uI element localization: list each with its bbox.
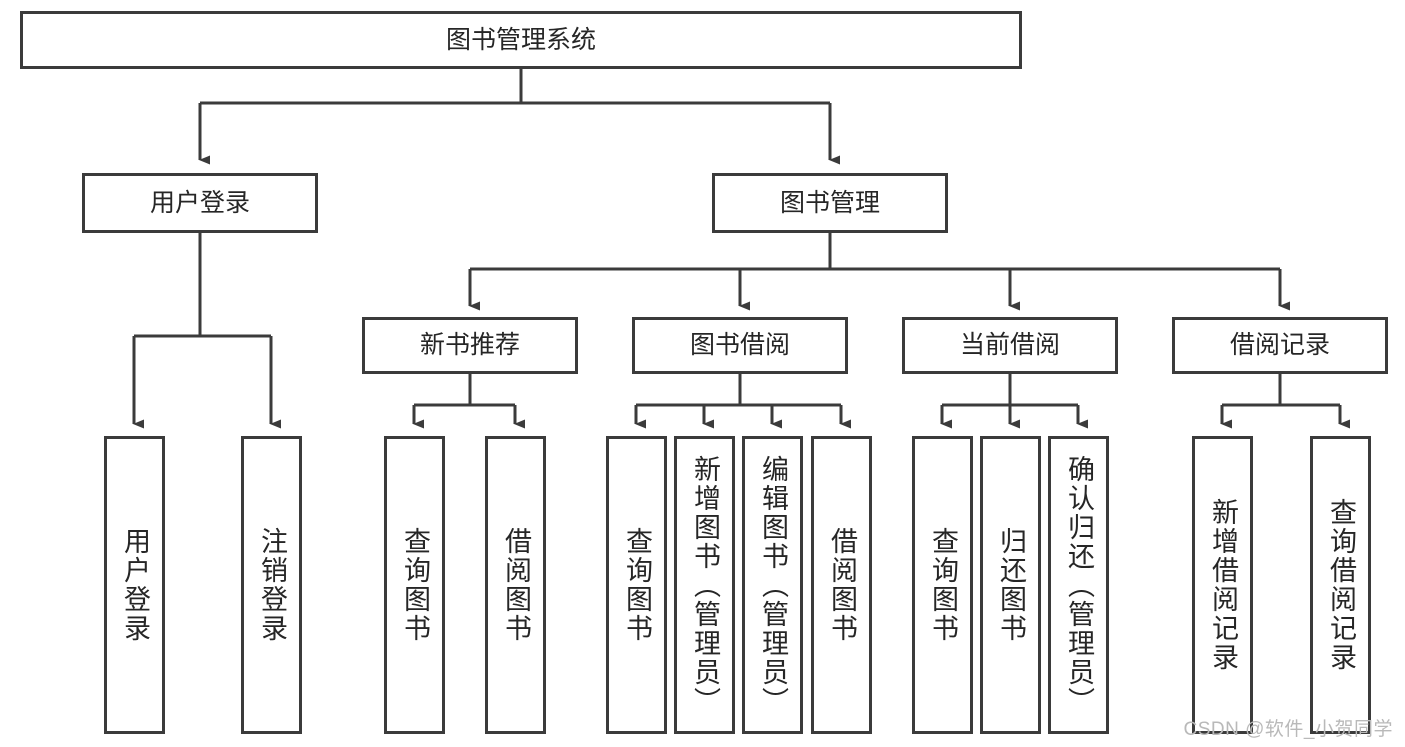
edges-root-to-level1	[198, 69, 840, 165]
edges-userlogin-to-leaves	[132, 233, 281, 429]
node-root-library-system[interactable]: 图书管理系统	[20, 11, 1022, 69]
node-label: 图书借阅	[689, 331, 790, 360]
node-label: 查询图书	[622, 527, 652, 643]
edges-bookborrow-to-leaves	[634, 374, 851, 429]
leaf-confirm-return-admin[interactable]: 确认归还（管理员）	[1048, 436, 1109, 734]
leaf-query-book-current[interactable]: 查询图书	[912, 436, 973, 734]
leaf-add-borrow-record[interactable]: 新增借阅记录	[1192, 436, 1253, 734]
node-label: 查询借阅记录	[1326, 498, 1356, 672]
node-label: 注销登录	[257, 527, 287, 643]
node-new-book-recommend[interactable]: 新书推荐	[362, 317, 578, 374]
edges-bookmgmt-to-level2	[468, 233, 1290, 311]
leaf-user-logout[interactable]: 注销登录	[241, 436, 302, 734]
leaf-add-book-admin[interactable]: 新增图书（管理员）	[674, 436, 735, 734]
edges-borrowrecord-to-leaves	[1220, 374, 1350, 429]
leaf-borrow-book[interactable]: 借阅图书	[811, 436, 872, 734]
leaf-borrow-book-newbook[interactable]: 借阅图书	[485, 436, 546, 734]
node-label: 新增借阅记录	[1208, 498, 1238, 672]
node-borrow-record[interactable]: 借阅记录	[1172, 317, 1388, 374]
leaf-query-book-borrow[interactable]: 查询图书	[606, 436, 667, 734]
node-label: 图书管理系统	[445, 25, 596, 54]
leaf-edit-book-admin[interactable]: 编辑图书（管理员）	[742, 436, 803, 734]
node-label: 新增图书（管理员）	[690, 454, 720, 716]
node-label: 确认归还（管理员）	[1064, 454, 1094, 716]
node-label: 用户登录	[149, 188, 250, 217]
node-book-management[interactable]: 图书管理	[712, 173, 948, 233]
node-label: 借阅图书	[827, 527, 857, 643]
node-user-login[interactable]: 用户登录	[82, 173, 318, 233]
node-label: 归还图书	[996, 527, 1026, 643]
node-label: 查询图书	[400, 527, 430, 643]
leaf-return-book[interactable]: 归还图书	[980, 436, 1041, 734]
node-label: 图书管理	[779, 188, 880, 217]
node-label: 用户登录	[120, 527, 150, 643]
leaf-user-login[interactable]: 用户登录	[104, 436, 165, 734]
node-label: 借阅图书	[501, 527, 531, 643]
node-label: 借阅记录	[1229, 331, 1330, 360]
leaf-query-borrow-record[interactable]: 查询借阅记录	[1310, 436, 1371, 734]
node-label: 当前借阅	[959, 331, 1060, 360]
node-label: 新书推荐	[419, 331, 520, 360]
node-current-borrow[interactable]: 当前借阅	[902, 317, 1118, 374]
edges-newbook-to-leaves	[412, 374, 525, 429]
node-label: 查询图书	[928, 527, 958, 643]
node-book-borrow[interactable]: 图书借阅	[632, 317, 848, 374]
leaf-query-book-newbook[interactable]: 查询图书	[384, 436, 445, 734]
node-label: 编辑图书（管理员）	[758, 454, 788, 716]
edges-currentborrow-to-leaves	[940, 374, 1088, 429]
